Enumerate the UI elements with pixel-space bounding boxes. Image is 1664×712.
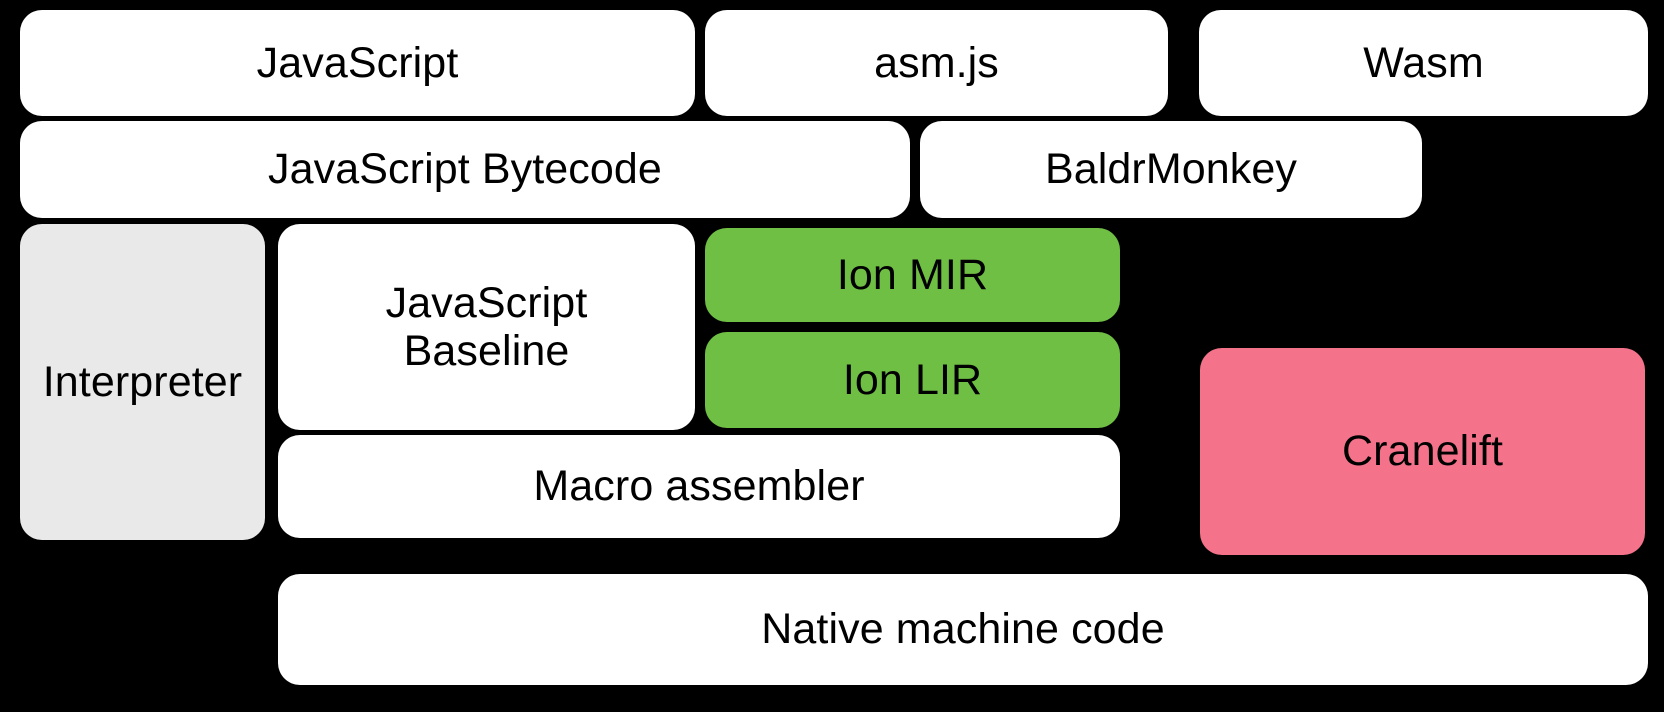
- node-interpreter: Interpreter: [20, 224, 265, 540]
- node-javascript-bytecode: JavaScript Bytecode: [20, 121, 910, 218]
- node-cranelift: Cranelift: [1200, 348, 1645, 555]
- node-wasm: Wasm: [1199, 10, 1648, 116]
- node-ion-lir: Ion LIR: [705, 332, 1120, 428]
- node-macro-assembler: Macro assembler: [278, 435, 1120, 538]
- node-ion-mir: Ion MIR: [705, 228, 1120, 322]
- node-javascript-baseline: JavaScript Baseline: [278, 224, 695, 430]
- node-native-machine-code: Native machine code: [278, 574, 1648, 685]
- node-asm-js: asm.js: [705, 10, 1168, 116]
- node-javascript: JavaScript: [20, 10, 695, 116]
- node-baldrmonkey: BaldrMonkey: [920, 121, 1422, 218]
